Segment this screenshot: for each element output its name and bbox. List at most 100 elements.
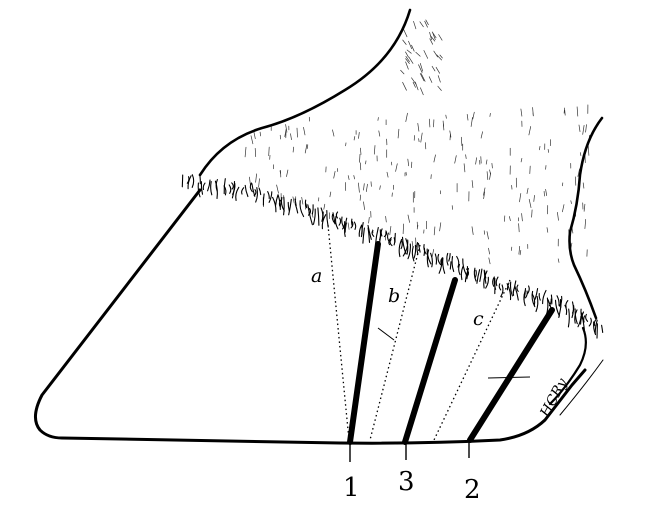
hair-stroke: [602, 325, 603, 332]
hair-stroke: [208, 180, 210, 191]
coat-hair-stroke: [440, 55, 443, 58]
coat-hair-stroke: [539, 146, 540, 150]
hair-stroke: [477, 270, 480, 284]
bold-line-3: [405, 280, 455, 442]
coat-hair-shading: [245, 20, 589, 264]
coat-hair-stroke: [390, 226, 391, 235]
coat-hair-stroke: [251, 136, 253, 144]
coat-hair-stroke: [476, 158, 477, 165]
coat-hair-stroke: [509, 217, 510, 221]
coat-hair-stroke: [547, 228, 548, 233]
hair-stroke: [424, 248, 425, 255]
hair-stroke: [268, 192, 270, 199]
coat-hair-stroke: [358, 183, 359, 192]
coat-hair-stroke: [534, 195, 535, 201]
coat-hair-stroke: [360, 195, 361, 200]
hair-stroke: [443, 258, 445, 273]
hair-stroke: [321, 208, 323, 221]
coat-hair-stroke: [464, 164, 465, 172]
hair-stroke: [336, 212, 337, 218]
coat-hair-stroke: [297, 128, 298, 137]
hair-stroke: [496, 277, 498, 286]
coat-hair-stroke: [378, 118, 379, 121]
coat-hair-stroke: [412, 241, 413, 247]
coat-hair-stroke: [401, 70, 404, 74]
coat-hair-stroke: [304, 127, 306, 135]
coat-hair-stroke: [583, 183, 584, 188]
coat-hair-stroke: [348, 223, 349, 230]
coat-hair-stroke: [302, 197, 303, 204]
hair-stroke: [312, 205, 313, 214]
label-3: 3: [398, 467, 415, 497]
coat-hair-stroke: [256, 174, 257, 182]
hair-stroke: [517, 285, 518, 291]
coat-hair-stroke: [481, 132, 483, 138]
hair-stroke: [475, 270, 476, 278]
hair-stroke: [566, 301, 568, 308]
label-c: c: [473, 308, 484, 330]
hair-stroke: [557, 296, 559, 306]
coat-hair-stroke: [446, 115, 447, 118]
coat-hair-stroke: [434, 155, 436, 162]
coat-hair-stroke: [425, 143, 426, 149]
hair-stroke: [438, 255, 441, 265]
hair-stroke: [412, 247, 414, 261]
coat-hair-stroke: [396, 164, 398, 172]
coat-hair-stroke: [408, 159, 409, 166]
hair-stroke: [354, 222, 355, 229]
label-a: a: [311, 265, 322, 287]
coat-hair-stroke: [490, 113, 491, 116]
hair-stroke: [584, 316, 585, 322]
hair-stroke: [394, 238, 395, 245]
coat-hair-stroke: [406, 113, 408, 121]
coat-hair-stroke: [429, 119, 430, 127]
coat-hair-stroke: [254, 131, 256, 139]
hair-stroke: [390, 240, 392, 246]
coat-hair-stroke: [440, 223, 441, 231]
hair-stroke: [232, 183, 234, 189]
coat-hair-stroke: [364, 184, 365, 191]
hair-stroke: [536, 296, 538, 311]
coat-hair-stroke: [585, 219, 586, 228]
coat-hair-stroke: [359, 132, 360, 138]
hair-stroke: [201, 182, 202, 195]
label-1: 1: [343, 473, 360, 503]
hair-stroke: [414, 245, 416, 258]
coat-hair-stroke: [398, 129, 399, 138]
hair-stroke: [211, 182, 212, 195]
coat-hair-stroke: [533, 108, 534, 116]
coat-hair-stroke: [519, 246, 520, 254]
coat-hair-stroke: [487, 232, 489, 239]
coat-hair-stroke: [529, 199, 531, 207]
coat-hair-stroke: [293, 147, 294, 152]
tick-mark-b: [378, 328, 394, 340]
coat-hair-stroke: [409, 57, 413, 63]
coat-hair-stroke: [324, 204, 325, 209]
coat-hair-stroke: [380, 186, 381, 190]
coat-hair-stroke: [416, 238, 417, 247]
hair-stroke: [359, 225, 361, 236]
coat-hair-stroke: [366, 184, 367, 191]
hair-stroke: [224, 179, 225, 194]
coat-hair-stroke: [360, 148, 361, 154]
coat-hair-stroke: [334, 171, 335, 178]
coat-hair-stroke: [421, 133, 422, 142]
hair-stroke: [450, 262, 451, 269]
coat-hair-stroke: [580, 153, 581, 156]
hair-stroke: [245, 185, 248, 196]
coat-hair-stroke: [467, 114, 468, 120]
coat-hair-stroke: [486, 160, 487, 164]
hair-stroke: [463, 259, 467, 276]
coat-hair-stroke: [305, 145, 307, 154]
coat-hair-stroke: [408, 215, 410, 222]
coat-hair-stroke: [374, 146, 375, 155]
coat-hair-stroke: [277, 185, 279, 193]
coat-hair-stroke: [583, 125, 584, 134]
coat-hair-stroke: [333, 130, 335, 136]
coat-hair-stroke: [307, 145, 308, 149]
coat-hair-stroke: [403, 224, 404, 234]
hair-stroke: [457, 257, 459, 268]
coat-hair-stroke: [379, 131, 380, 136]
coat-hair-stroke: [291, 134, 292, 140]
